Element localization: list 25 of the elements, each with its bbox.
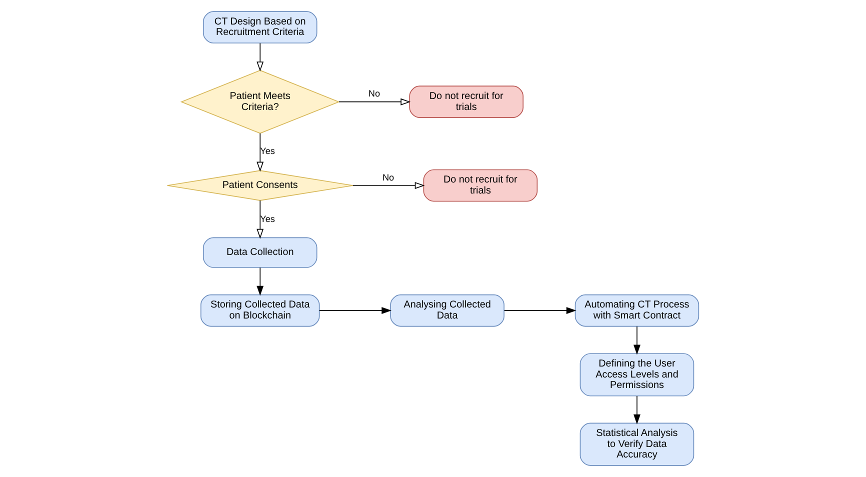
arrow	[504, 307, 576, 314]
node-box: Storing Collected Data on Blockchain	[200, 294, 320, 327]
node-box: Do not recruit for trials	[423, 169, 538, 202]
node-box: Do not recruit for trials	[409, 86, 524, 118]
node-box: Statistical Analysis to Verify Data Accuracy	[580, 422, 694, 466]
arrow	[256, 42, 264, 72]
edge-label: Yes	[260, 214, 275, 224]
edge-label: No	[368, 88, 380, 99]
node-box: Defining the User Access Levels and Permissions	[580, 353, 694, 396]
arrow	[256, 133, 264, 172]
node-diamond: Patient Meets Criteria?	[180, 70, 340, 134]
arrow	[318, 307, 392, 314]
arrow	[352, 182, 425, 189]
arrow	[634, 326, 640, 355]
arrow	[338, 98, 411, 106]
arrow	[634, 396, 640, 424]
node-box: CT Design Based on Recruitment Criteria	[202, 11, 318, 44]
edge-label: No	[382, 172, 394, 182]
edge-label: Yes	[260, 146, 275, 156]
node-box: Analysing Collected Data	[390, 294, 504, 327]
node-diamond: Patient Consents	[166, 170, 354, 201]
arrow	[256, 267, 264, 296]
node-box: Automating CT Process with Smart Contract	[574, 294, 700, 327]
arrow	[256, 200, 264, 239]
node-box: Data Collection	[202, 237, 318, 268]
